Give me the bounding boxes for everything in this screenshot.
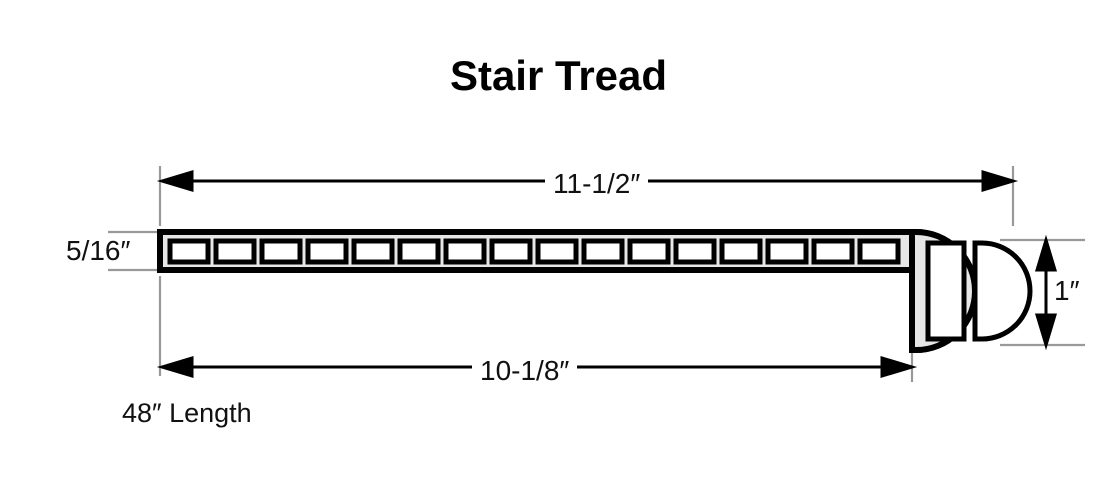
chamber-void: [213, 238, 257, 265]
chamber-void: [305, 238, 349, 265]
arrowhead-tread-depth-right: [880, 355, 918, 379]
arrowhead-overall-width-left: [156, 169, 194, 193]
dimension-label-overall-width: 11-1/2″: [545, 168, 649, 200]
nose-void-d-shaped: [972, 240, 1033, 342]
chamber-void: [535, 238, 579, 265]
chamber-void: [581, 238, 625, 265]
length-note: 48″ Length: [122, 398, 252, 428]
chamber-void: [811, 238, 855, 265]
chamber-void: [765, 238, 809, 265]
chamber-void: [397, 238, 441, 265]
chamber-void: [857, 238, 901, 265]
dimension-label-tread-depth: 10-1/8″: [472, 355, 578, 387]
tread-chambers: [167, 238, 901, 265]
chamber-void: [627, 238, 671, 265]
chamber-void: [673, 238, 717, 265]
chamber-void: [351, 238, 395, 265]
tread-profile: [157, 229, 1033, 353]
page-title: Stair Tread: [449, 52, 668, 99]
dimension-label-nose-height: 1″: [1050, 275, 1084, 307]
chamber-void: [167, 238, 211, 265]
nose-void-rectangular: [925, 240, 967, 342]
chamber-void: [719, 238, 763, 265]
chamber-void: [489, 238, 533, 265]
arrowhead-overall-width-right: [981, 169, 1019, 193]
arrowhead-nose-height-bottom: [1034, 313, 1058, 351]
chamber-void: [259, 238, 303, 265]
arrowhead-tread-depth-left: [156, 355, 194, 379]
arrowhead-nose-height-top: [1034, 234, 1058, 272]
dimension-label-thickness: 5/16″: [62, 235, 135, 267]
chamber-void: [443, 238, 487, 265]
